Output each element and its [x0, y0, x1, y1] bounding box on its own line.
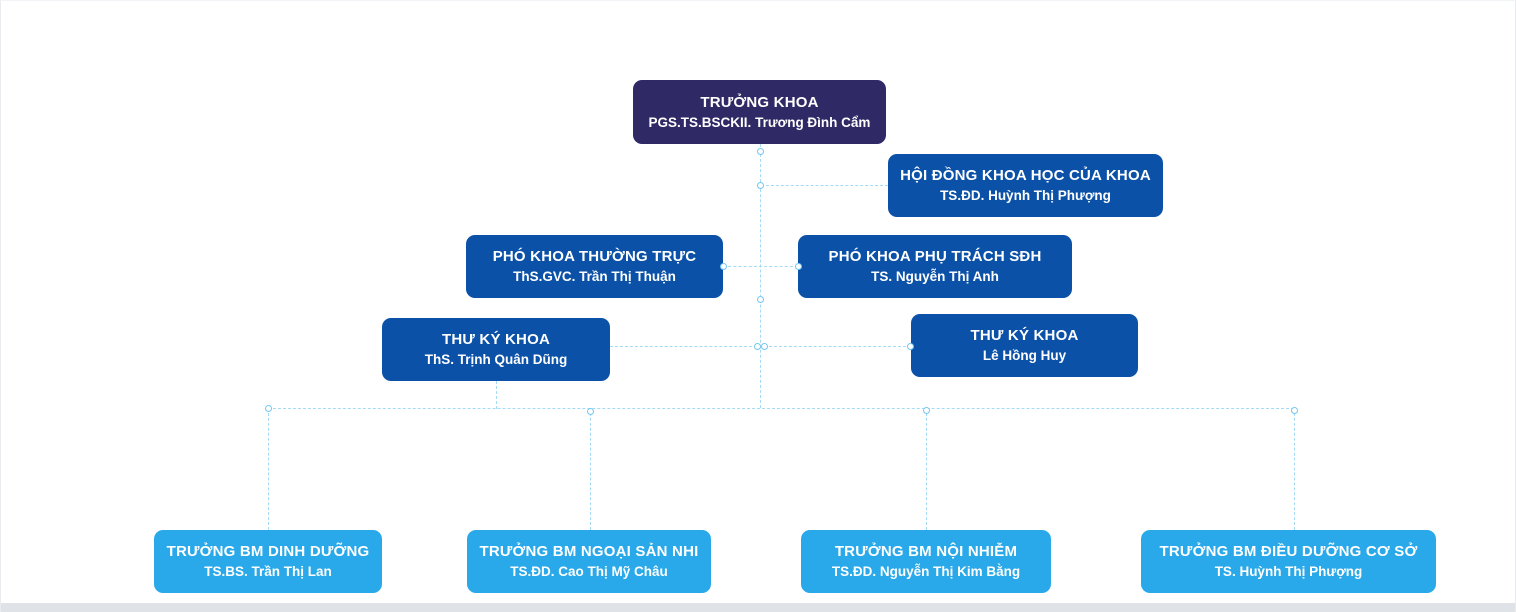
org-node-hoi-dong-khoa-hoc: HỘI ĐỒNG KHOA HỌC CỦA KHOA TS.ĐD. Huỳnh …	[888, 154, 1163, 217]
org-node-truong-khoa: TRƯỞNG KHOA PGS.TS.BSCKII. Trương Đình C…	[633, 80, 886, 144]
org-node-bm-ngoai-san-nhi: TRƯỞNG BM NGOẠI SẢN NHI TS.ĐD. Cao Thị M…	[467, 530, 711, 593]
org-node-bm-dinh-duong: TRƯỞNG BM DINH DƯỠNG TS.BS. Trần Thị Lan	[154, 530, 382, 593]
node-title: PHÓ KHOA PHỤ TRÁCH SĐH	[828, 248, 1042, 265]
node-person: ThS. Trịnh Quân Dũng	[424, 352, 568, 367]
node-person: TS.BS. Trần Thị Lan	[204, 564, 332, 579]
connector-line	[760, 144, 761, 408]
connector-line	[590, 408, 591, 530]
anchor-dot	[754, 343, 761, 350]
node-person: TS. Huỳnh Thị Phượng	[1214, 564, 1363, 579]
node-title: TRƯỞNG BM NGOẠI SẢN NHI	[479, 543, 699, 560]
org-node-pho-khoa-phu-trach-sdh: PHÓ KHOA PHỤ TRÁCH SĐH TS. Nguyễn Thị An…	[798, 235, 1072, 298]
node-title: THƯ KÝ KHOA	[442, 331, 550, 348]
node-title: TRƯỞNG BM ĐIỀU DƯỠNG CƠ SỞ	[1159, 543, 1418, 560]
anchor-dot	[907, 343, 914, 350]
anchor-dot	[761, 343, 768, 350]
anchor-dot	[720, 263, 727, 270]
node-person: TS.ĐD. Huỳnh Thị Phượng	[940, 188, 1111, 203]
anchor-dot	[923, 407, 930, 414]
node-title: TRƯỞNG KHOA	[700, 93, 819, 111]
connector-line	[761, 185, 888, 186]
anchor-dot	[587, 408, 594, 415]
connector-line	[723, 266, 798, 267]
org-node-bm-dieu-duong-co-so: TRƯỞNG BM ĐIỀU DƯỠNG CƠ SỞ TS. Huỳnh Thị…	[1141, 530, 1436, 593]
org-node-pho-khoa-thuong-truc: PHÓ KHOA THƯỜNG TRỰC ThS.GVC. Trần Thị T…	[466, 235, 723, 298]
node-person: TS. Nguyễn Thị Anh	[871, 269, 999, 284]
node-title: PHÓ KHOA THƯỜNG TRỰC	[492, 248, 697, 265]
anchor-dot	[265, 405, 272, 412]
org-node-bm-noi-nhiem: TRƯỞNG BM NỘI NHIỄM TS.ĐD. Nguyễn Thị Ki…	[801, 530, 1051, 593]
anchor-dot	[757, 148, 764, 155]
org-node-thu-ky-khoa-2: THƯ KÝ KHOA Lê Hồng Huy	[911, 314, 1138, 377]
node-person: TS.ĐD. Nguyễn Thị Kim Bằng	[831, 564, 1021, 579]
connector-line	[268, 408, 1294, 409]
org-node-thu-ky-khoa-1: THƯ KÝ KHOA ThS. Trịnh Quân Dũng	[382, 318, 610, 381]
connector-line	[496, 381, 497, 409]
anchor-dot	[757, 182, 764, 189]
node-title: TRƯỞNG BM NỘI NHIỄM	[834, 543, 1018, 560]
node-title: THƯ KÝ KHOA	[970, 327, 1079, 344]
node-title: HỘI ĐỒNG KHOA HỌC CỦA KHOA	[900, 167, 1151, 184]
node-person: PGS.TS.BSCKII. Trương Đình Cẩm	[648, 114, 871, 130]
page-bottom-divider	[1, 603, 1515, 612]
node-person: ThS.GVC. Trần Thị Thuận	[513, 269, 676, 284]
anchor-dot	[1291, 407, 1298, 414]
connector-line	[1294, 408, 1295, 530]
node-title: TRƯỞNG BM DINH DƯỠNG	[166, 543, 370, 560]
connector-line	[926, 408, 927, 530]
connector-line	[268, 408, 269, 530]
anchor-dot	[757, 296, 764, 303]
node-person: Lê Hồng Huy	[982, 348, 1067, 363]
node-person: TS.ĐD. Cao Thị Mỹ Châu	[510, 564, 668, 579]
anchor-dot	[795, 263, 802, 270]
